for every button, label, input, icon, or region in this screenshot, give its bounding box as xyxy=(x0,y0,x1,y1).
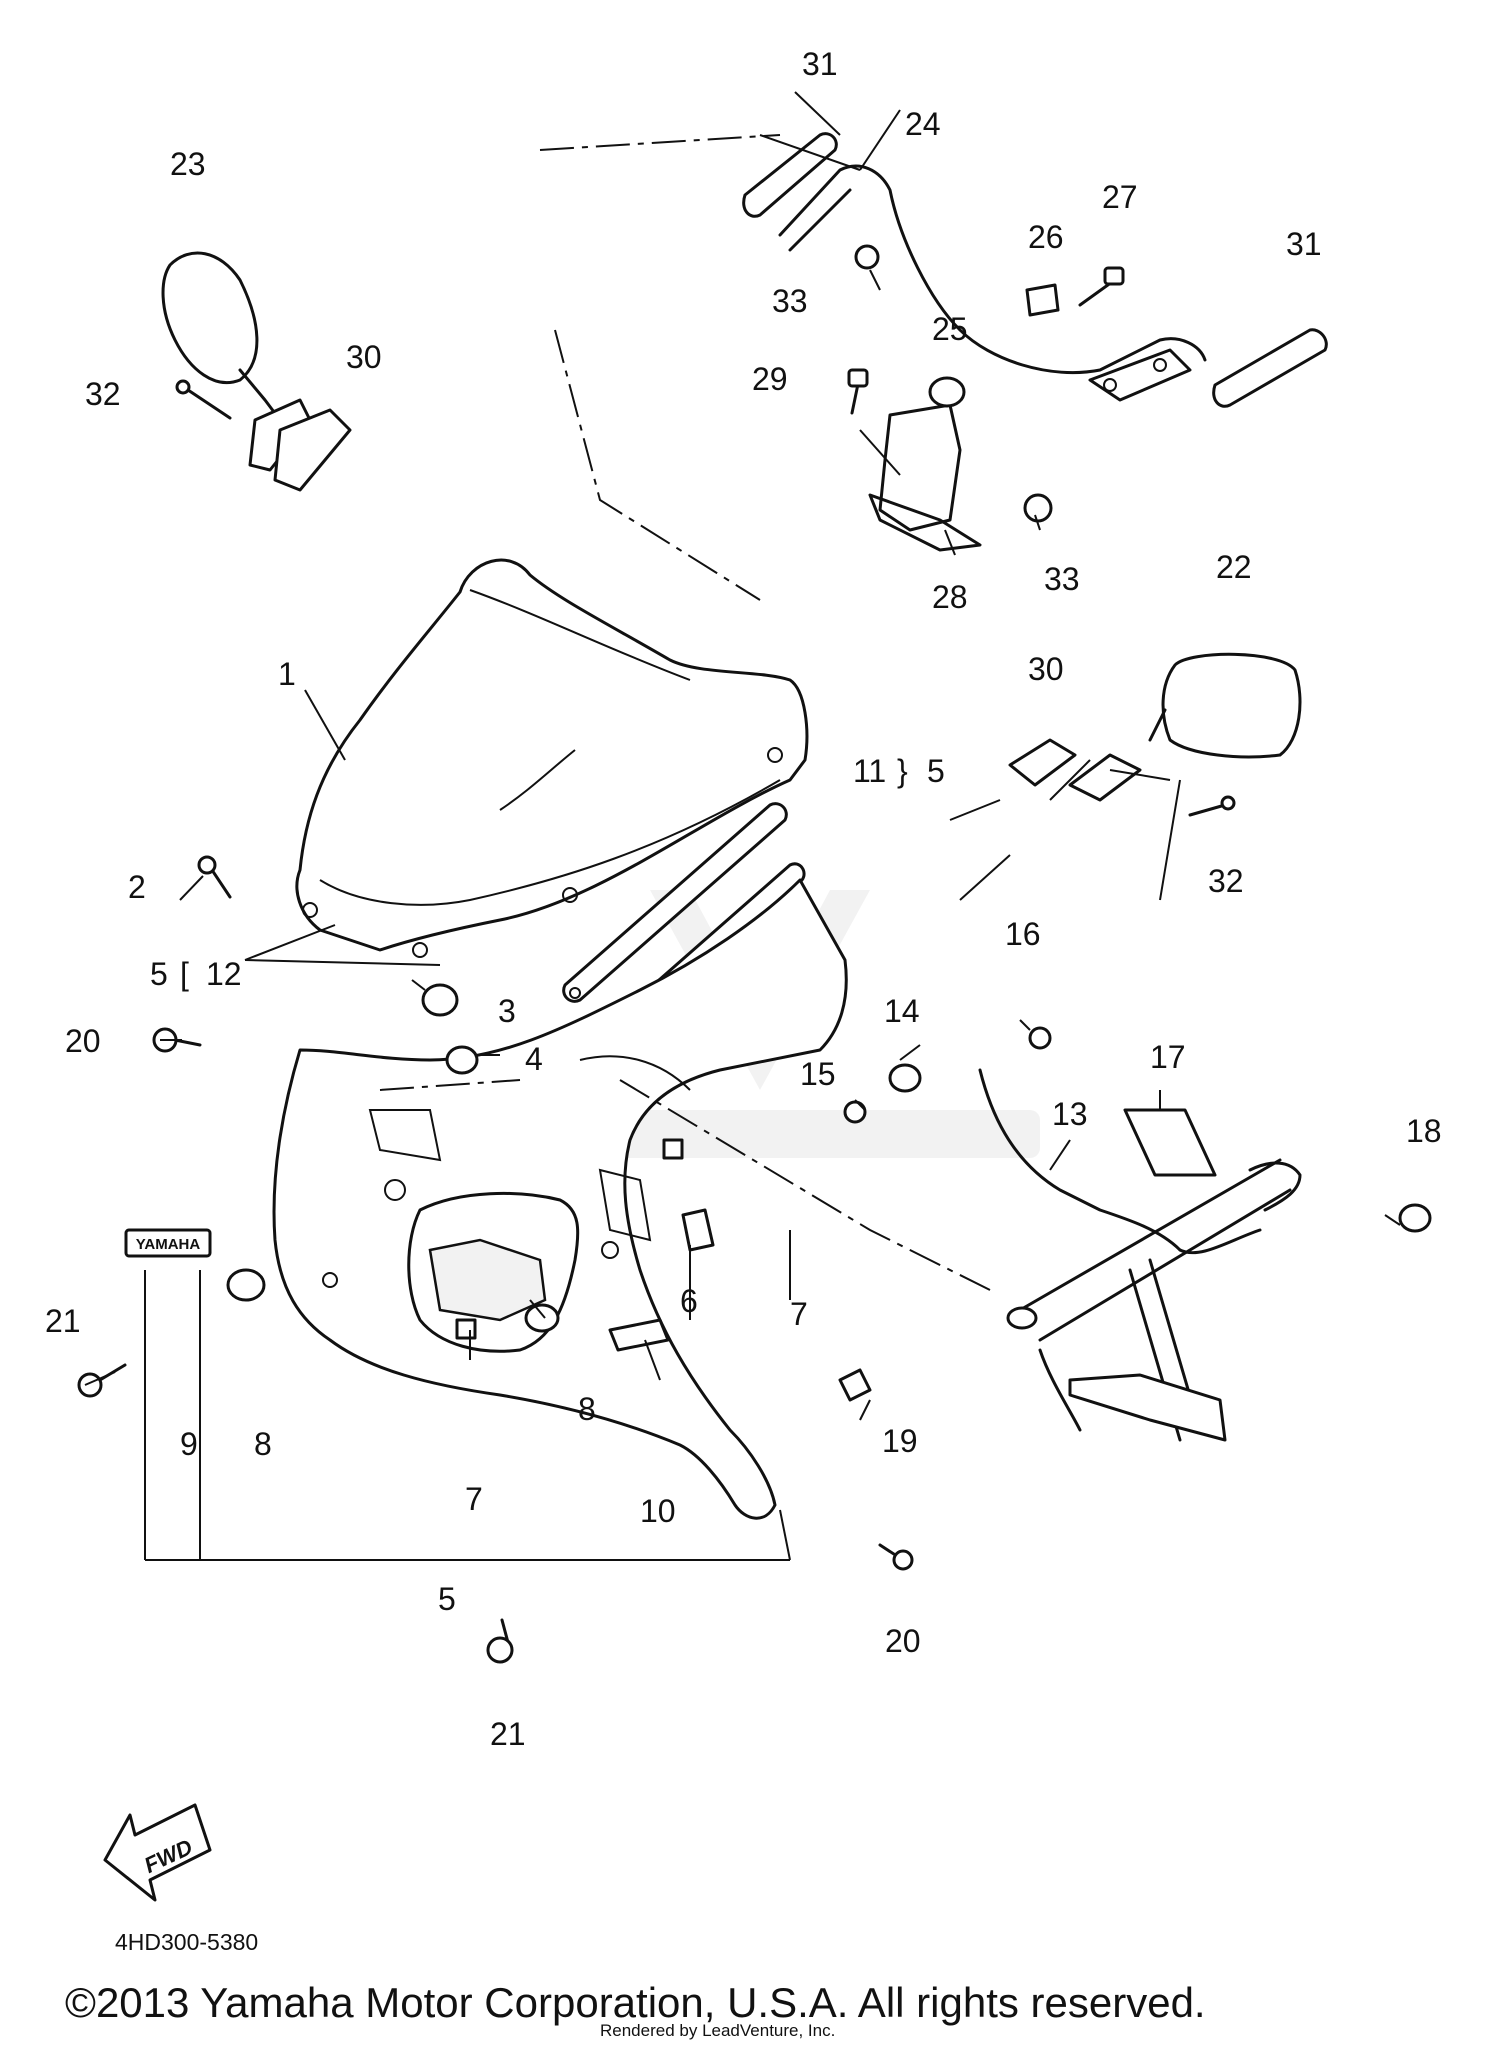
callout-28[interactable]: 28 xyxy=(932,579,968,615)
bolt-27-part[interactable] xyxy=(1078,266,1125,307)
bolt-15-part[interactable] xyxy=(843,1100,867,1124)
cowling-part[interactable] xyxy=(272,878,848,1520)
plate-part[interactable] xyxy=(1123,1108,1217,1177)
callout-13[interactable]: 13 xyxy=(1052,1096,1088,1132)
callout-8-bottom[interactable]: 8 xyxy=(578,1391,596,1427)
nut-7-right-part[interactable] xyxy=(662,1138,684,1160)
callout-20-bottom[interactable]: 20 xyxy=(885,1623,921,1659)
screw-32-left-part[interactable] xyxy=(175,379,232,420)
diagram-code: 4HD300-5380 xyxy=(115,1929,258,1955)
emblem-9-part[interactable]: YAMAHA xyxy=(124,1228,212,1258)
callout-32-left[interactable]: 32 xyxy=(85,376,121,412)
bolt-2-part[interactable] xyxy=(197,855,232,899)
emblem-text: YAMAHA xyxy=(136,1236,201,1253)
nut-33-upper-part[interactable] xyxy=(854,244,880,270)
callout-19[interactable]: 19 xyxy=(882,1423,918,1459)
fairing-stay-part[interactable] xyxy=(978,1068,1302,1442)
grommet-8-bottom-part[interactable] xyxy=(524,1303,560,1333)
nut-18-part[interactable] xyxy=(1398,1203,1432,1233)
collar-26-part[interactable] xyxy=(1025,283,1060,317)
callout-3[interactable]: 3 xyxy=(498,993,516,1029)
callout-30-right[interactable]: 30 xyxy=(1028,651,1064,687)
bolt-29-part[interactable] xyxy=(847,368,869,415)
screw-21-bottom-part[interactable] xyxy=(486,1618,514,1664)
callout-15[interactable]: 15 xyxy=(800,1056,836,1092)
mount-bracket-part[interactable] xyxy=(868,403,982,552)
nut-33-lower-part[interactable] xyxy=(1023,493,1053,523)
grommet-8-left-part[interactable] xyxy=(226,1268,266,1302)
callout-labels: 1 2 3 4 5 [ 12 11 } 5 5 6 7 7 8 8 9 10 1… xyxy=(45,46,1442,1752)
callout-5-bottom[interactable]: 5 xyxy=(438,1581,456,1617)
callout-31-left[interactable]: 31 xyxy=(802,46,838,82)
render-credit: Rendered by LeadVenture, Inc. xyxy=(600,2021,835,2040)
inner-panel-part[interactable] xyxy=(608,1208,715,1352)
callout-20-left[interactable]: 20 xyxy=(65,1023,101,1059)
callout-26[interactable]: 26 xyxy=(1028,219,1064,255)
mirror-right-part[interactable] xyxy=(1008,652,1302,802)
windshield-part[interactable] xyxy=(295,558,809,958)
callout-6[interactable]: 6 xyxy=(680,1283,698,1319)
nut-7-bottom-part[interactable] xyxy=(455,1318,477,1340)
callout-11[interactable]: 11 xyxy=(853,753,886,789)
callout-8-left[interactable]: 8 xyxy=(254,1426,272,1462)
clip-19-part[interactable] xyxy=(838,1368,872,1402)
callout-33-upper[interactable]: 33 xyxy=(772,283,808,319)
callout-27[interactable]: 27 xyxy=(1102,179,1138,215)
callout-33-lower[interactable]: 33 xyxy=(1044,561,1080,597)
bracket-11-5: } xyxy=(897,753,908,789)
callout-29[interactable]: 29 xyxy=(752,361,788,397)
bracket-plate-right-part[interactable] xyxy=(1212,328,1328,408)
callout-32-right[interactable]: 32 xyxy=(1208,863,1244,899)
callout-14[interactable]: 14 xyxy=(884,993,920,1029)
callout-23[interactable]: 23 xyxy=(170,146,206,182)
callout-16[interactable]: 16 xyxy=(1005,916,1041,952)
callout-1[interactable]: 1 xyxy=(278,656,296,692)
callout-21-bottom[interactable]: 21 xyxy=(490,1716,526,1752)
callout-25[interactable]: 25 xyxy=(932,311,968,347)
mirror-left-part[interactable] xyxy=(161,251,352,492)
bracket-5-12: [ xyxy=(180,956,189,992)
grommet-3-part[interactable] xyxy=(421,983,459,1017)
bolt-16-part[interactable] xyxy=(1028,1026,1052,1050)
callout-24[interactable]: 24 xyxy=(905,106,941,142)
callout-22[interactable]: 22 xyxy=(1216,549,1252,585)
callout-2[interactable]: 2 xyxy=(128,869,146,905)
bolt-20-bottom-part[interactable] xyxy=(878,1543,914,1571)
callout-17[interactable]: 17 xyxy=(1150,1039,1186,1075)
leader-lines xyxy=(84,91,1401,1561)
callout-31-right[interactable]: 31 xyxy=(1286,226,1322,262)
screw-32-right-part[interactable] xyxy=(1188,795,1236,817)
callout-18[interactable]: 18 xyxy=(1406,1113,1442,1149)
fwd-arrow-icon: FWD xyxy=(103,1803,212,1902)
callout-30-left[interactable]: 30 xyxy=(346,339,382,375)
callout-5-right[interactable]: 5 xyxy=(927,753,945,789)
callout-9[interactable]: 9 xyxy=(180,1426,198,1462)
grommet-25-part[interactable] xyxy=(928,376,966,408)
nut-4-part[interactable] xyxy=(445,1045,479,1075)
callout-12[interactable]: 12 xyxy=(206,956,242,992)
callout-7-bottom[interactable]: 7 xyxy=(465,1481,483,1517)
screw-21-left-part[interactable] xyxy=(77,1363,127,1398)
callout-21-left[interactable]: 21 xyxy=(45,1303,81,1339)
callout-5-left[interactable]: 5 xyxy=(150,956,168,992)
callout-10[interactable]: 10 xyxy=(640,1493,676,1529)
callout-4[interactable]: 4 xyxy=(525,1041,543,1077)
collar-14-part[interactable] xyxy=(888,1063,922,1093)
upper-bracket-part[interactable] xyxy=(778,164,1207,402)
copyright-notice: ©2013 Yamaha Motor Corporation, U.S.A. A… xyxy=(65,1979,1206,2026)
callout-7-right[interactable]: 7 xyxy=(790,1296,808,1332)
